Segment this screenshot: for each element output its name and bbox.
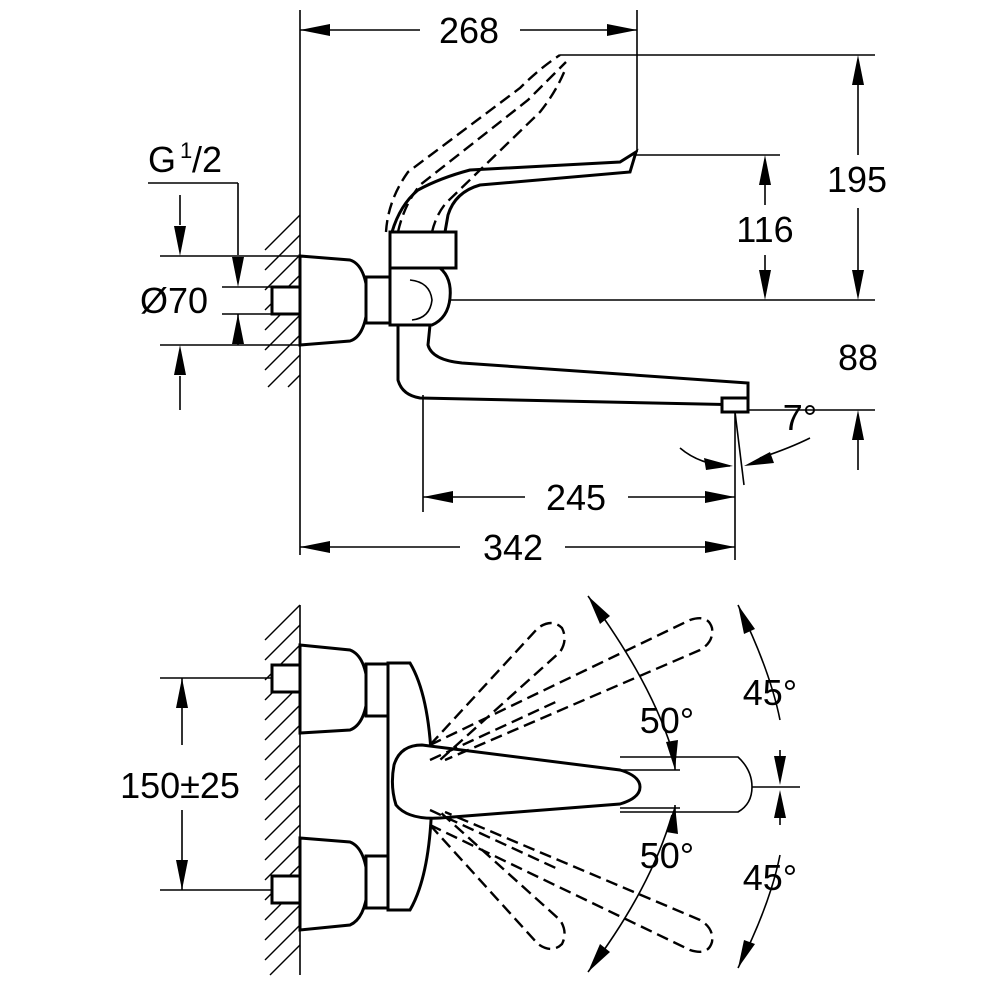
lever-base [388,230,458,270]
connector-lower [364,854,390,910]
dim-342: 342 [483,527,543,568]
dim-50-lower: 50° [640,835,694,876]
dim-268: 268 [439,10,499,51]
lever [389,148,639,234]
side-view: 268 G 1 /2 Ø70 195 116 [140,10,887,568]
rosette [298,254,370,347]
dim-thread-base: G [148,139,176,180]
connector-upper [364,662,390,718]
dim-195: 195 [827,159,887,200]
connection-pipe [270,285,302,316]
dim-150-25: 150±25 [120,765,240,806]
pipe-lower [270,874,302,905]
dim-thread-sub: /2 [192,139,222,180]
rosette-upper [298,643,370,735]
wall-hatch-top [264,604,301,976]
dim-116: 116 [736,209,793,250]
rosette-lower [298,836,370,932]
dim-45-lower: 45° [743,857,797,898]
dim-7-degrees: 7° [783,397,817,438]
lever-raised-outline [384,53,561,233]
dim-45-upper: 45° [743,672,797,713]
lever-swing-positions [429,617,714,953]
pipe-upper [270,663,302,694]
dim-thread-sup: 1 [180,138,192,163]
dim-diameter-70: Ø70 [140,280,208,321]
dim-88: 88 [838,337,878,378]
aerator [720,396,750,414]
body-connector [364,275,392,325]
mixer-body [388,266,452,327]
top-view: 150±25 50° 50° 45° 45° [120,595,800,976]
spout [396,323,750,407]
dim-50-upper: 50° [640,700,694,741]
lever-top [390,743,642,820]
dim-245: 245 [546,477,606,518]
